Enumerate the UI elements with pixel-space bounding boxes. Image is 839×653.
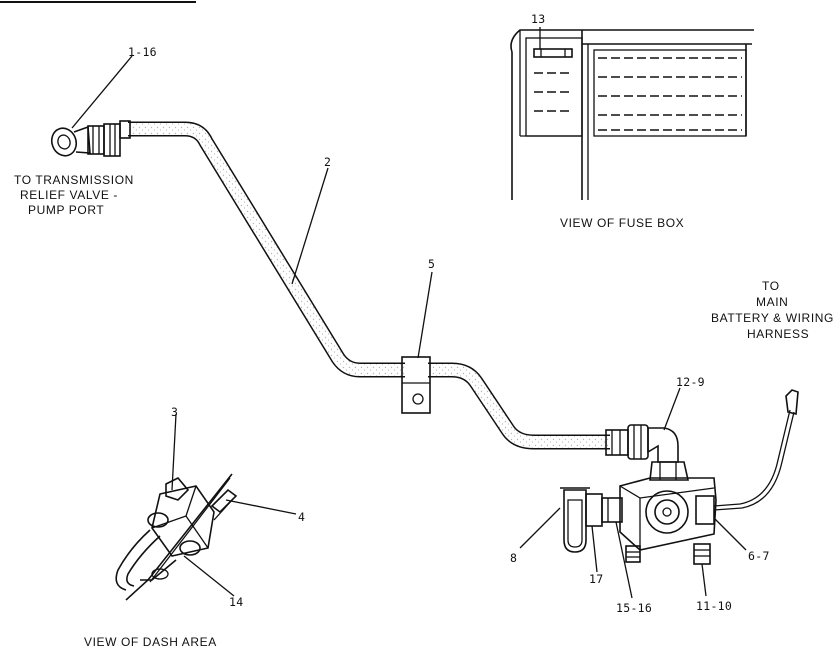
battery-note-line2: MAIN xyxy=(756,295,788,309)
callout-17: 17 xyxy=(589,572,603,586)
pressure-switch-block xyxy=(560,389,799,565)
callout-14: 14 xyxy=(229,595,243,609)
battery-note-line4: HARNESS xyxy=(747,327,809,341)
dash-area-caption: VIEW OF DASH AREA xyxy=(84,635,217,649)
callout-15-16: 15-16 xyxy=(616,601,652,615)
fuse-box-caption: VIEW OF FUSE BOX xyxy=(560,216,684,230)
hose-lower xyxy=(428,362,610,450)
callout-13: 13 xyxy=(531,12,545,26)
hose-clamp xyxy=(401,356,431,414)
callout-12-9: 12-9 xyxy=(676,375,705,389)
leader-lines xyxy=(71,55,747,599)
battery-note: TO MAIN BATTERY & WIRING HARNESS xyxy=(711,279,834,341)
battery-note-line1: TO xyxy=(762,279,780,293)
fuse-box-view xyxy=(510,27,754,200)
battery-note-line3: BATTERY & WIRING xyxy=(711,311,834,325)
transmission-note: TO TRANSMISSION RELIEF VALVE - PUMP PORT xyxy=(14,173,134,217)
callout-4: 4 xyxy=(298,510,305,524)
callout-11-10: 11-10 xyxy=(696,599,732,613)
elbow-fitting xyxy=(605,424,679,463)
callout-numbers: 1-16 2 3 4 5 6-7 8 11-10 12-9 13 14 15-1… xyxy=(128,12,770,615)
eye-fitting xyxy=(50,120,131,157)
hose-assembly xyxy=(50,120,679,463)
dash-area-view xyxy=(115,473,238,601)
callout-8: 8 xyxy=(510,551,517,565)
callout-3: 3 xyxy=(171,405,178,419)
transmission-note-line2: RELIEF VALVE - xyxy=(20,188,118,202)
callout-5: 5 xyxy=(428,257,435,271)
callout-2: 2 xyxy=(324,155,331,169)
callout-6-7: 6-7 xyxy=(748,549,770,563)
transmission-note-line1: TO TRANSMISSION xyxy=(14,173,134,187)
transmission-note-line3: PUMP PORT xyxy=(28,203,104,217)
callout-1-16: 1-16 xyxy=(128,45,157,59)
